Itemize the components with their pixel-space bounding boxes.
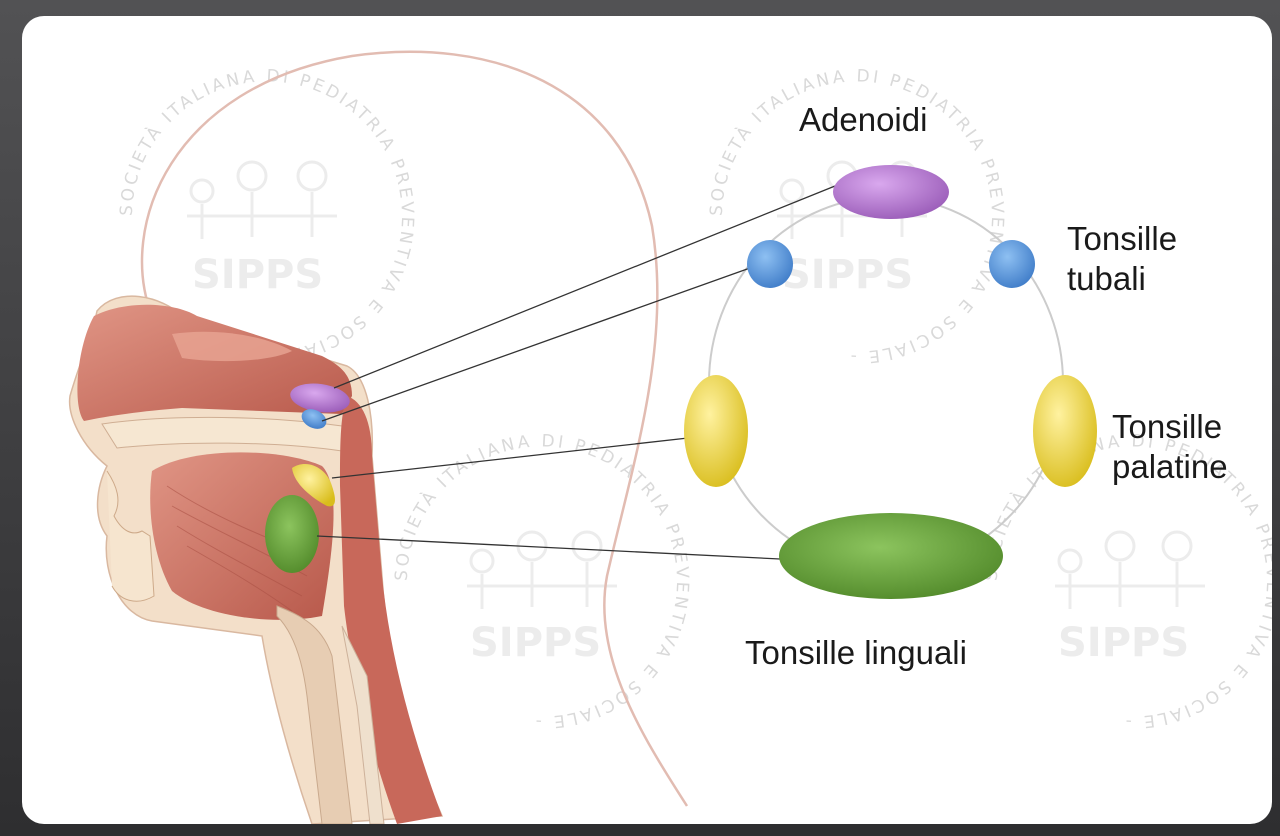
image-card: SOCIETÀ ITALIANA DI PEDIATRIA PREVENTIVA…: [22, 16, 1272, 824]
palatine-tonsil-right-shape: [1033, 375, 1097, 487]
head-section-illustration: [70, 296, 442, 824]
palatine-tonsil-left-shape: [684, 375, 748, 487]
head-lingual-marker: [265, 495, 319, 573]
tubal-tonsil-right-shape: [989, 240, 1035, 288]
watermark-brand: SIPPS: [470, 620, 601, 666]
watermark-arc-text: SOCIETÀ ITALIANA DI PEDIATRIA PREVENTIVA…: [392, 431, 692, 731]
label-tubal-tonsils: Tonsille tubali: [1067, 219, 1177, 299]
label-line: palatine: [1112, 447, 1228, 487]
label-line: Tonsille: [1067, 219, 1177, 259]
watermark-brand: SIPPS: [1058, 620, 1189, 666]
label-palatine-tonsils: Tonsille palatine: [1112, 407, 1228, 487]
label-lingual-tonsils: Tonsille linguali: [745, 633, 967, 673]
label-adenoids: Adenoidi: [799, 100, 927, 140]
adenoid-tonsil-shape: [833, 165, 949, 219]
watermark-brand: SIPPS: [192, 252, 323, 298]
tubal-tonsil-left-shape: [747, 240, 793, 288]
diagram-canvas: SOCIETÀ ITALIANA DI PEDIATRIA PREVENTIVA…: [22, 16, 1272, 824]
watermark-brand: SIPPS: [782, 252, 913, 298]
label-line: tubali: [1067, 259, 1177, 299]
label-line: Tonsille: [1112, 407, 1228, 447]
lingual-tonsil-shape: [779, 513, 1003, 599]
